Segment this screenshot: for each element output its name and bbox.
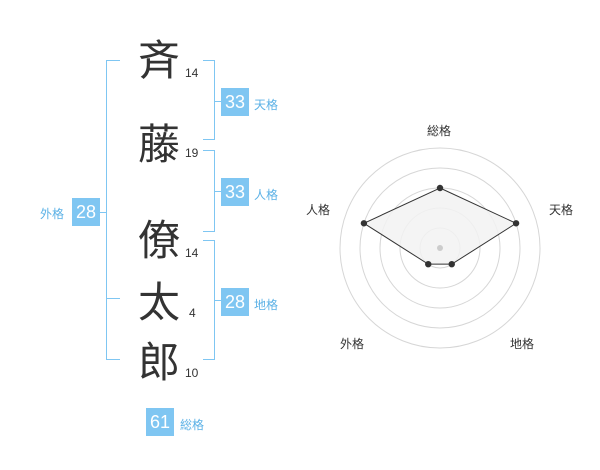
radar-point-1 bbox=[512, 220, 520, 227]
stroke-count-5: 10 bbox=[185, 366, 199, 380]
jinkaku-bracket bbox=[203, 150, 215, 232]
gaikaku-connector bbox=[98, 212, 106, 213]
tenkaku-bracket bbox=[203, 60, 215, 140]
stroke-count-2: 19 bbox=[185, 146, 199, 160]
soukaku-label: 総格 bbox=[180, 418, 205, 432]
gaikaku-badge: 28 bbox=[72, 198, 100, 226]
radar-ring bbox=[339, 147, 541, 349]
stroke-count-1: 14 bbox=[185, 66, 199, 80]
radar-point-2 bbox=[448, 260, 455, 268]
radar-ring bbox=[359, 167, 521, 329]
chikaku-connector bbox=[215, 300, 221, 301]
chikaku-label: 地格 bbox=[254, 298, 279, 312]
tenkaku-label: 天格 bbox=[254, 98, 279, 112]
chikaku-badge: 28 bbox=[221, 288, 249, 316]
radar-axis-label-jinkaku: 人格 bbox=[306, 203, 331, 217]
radar-point-3 bbox=[425, 260, 432, 268]
name-char-4: 太 bbox=[137, 278, 180, 327]
gaikaku-label: 外格 bbox=[40, 207, 65, 221]
name-char-3: 僚 bbox=[137, 216, 180, 265]
jinkaku-badge: 33 bbox=[221, 178, 249, 206]
radar-axis-label-chikaku: 地格 bbox=[510, 337, 535, 351]
stroke-count-3: 14 bbox=[185, 246, 199, 260]
soukaku-badge: 61 bbox=[146, 408, 174, 436]
name-char-2: 藤 bbox=[137, 120, 180, 169]
tenkaku-badge: 33 bbox=[221, 88, 249, 116]
tenkaku-connector bbox=[215, 101, 221, 102]
jinkaku-connector bbox=[215, 191, 221, 192]
radar-point-0 bbox=[436, 184, 444, 192]
radar-point-4 bbox=[360, 220, 368, 227]
name-char-1: 斉 bbox=[137, 36, 180, 85]
gaikaku-bracket bbox=[106, 60, 120, 360]
gaikaku-bracket-mid bbox=[106, 298, 120, 299]
radar-series-polygon bbox=[362, 187, 518, 265]
radar-axis-label-soukaku: 総格 bbox=[427, 124, 452, 138]
radar-axis-label-tenkaku: 天格 bbox=[549, 203, 574, 217]
jinkaku-label: 人格 bbox=[254, 188, 279, 202]
chikaku-bracket bbox=[203, 240, 215, 360]
radar-center-dot bbox=[437, 245, 443, 251]
radar-axis-label-gaikaku: 外格 bbox=[340, 337, 365, 351]
name-char-5: 郎 bbox=[137, 338, 180, 387]
stroke-count-4: 4 bbox=[189, 306, 196, 320]
